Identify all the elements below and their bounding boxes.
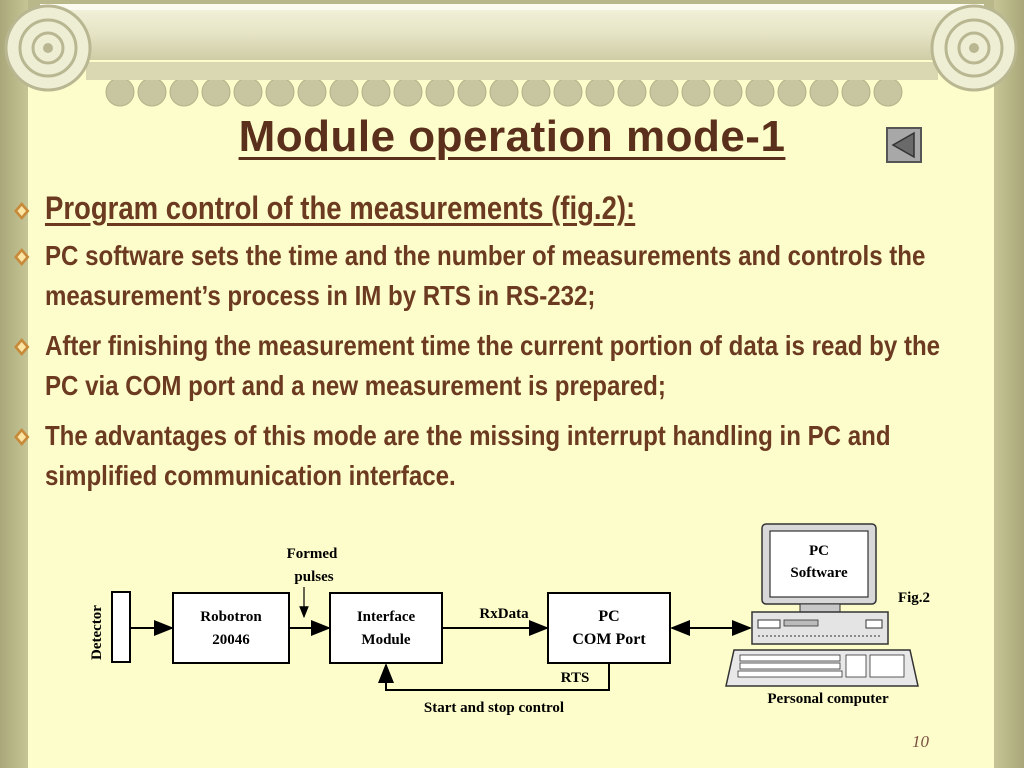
bullet-list: Program control of the measurements (fig…: [14, 188, 944, 506]
bullet-item: The advantages of this mode are the miss…: [14, 416, 965, 496]
pillar-header: [4, 4, 1018, 107]
right-frame: [994, 0, 1024, 768]
page-number: 10: [912, 732, 929, 751]
left-frame: [0, 0, 28, 768]
back-arrow-icon[interactable]: [886, 127, 922, 163]
bullet-item: PC software sets the time and the number…: [14, 236, 965, 316]
bullet-item: After finishing the measurement time the…: [14, 326, 965, 406]
slide-title: Module operation mode-1: [238, 112, 786, 161]
bullet-item: Program control of the measurements (fig…: [14, 188, 965, 228]
bullet-marker-icon: [14, 202, 30, 220]
bullet-marker-icon: [14, 338, 30, 356]
bullet-marker-icon: [14, 428, 30, 446]
bullet-marker-icon: [14, 248, 30, 266]
